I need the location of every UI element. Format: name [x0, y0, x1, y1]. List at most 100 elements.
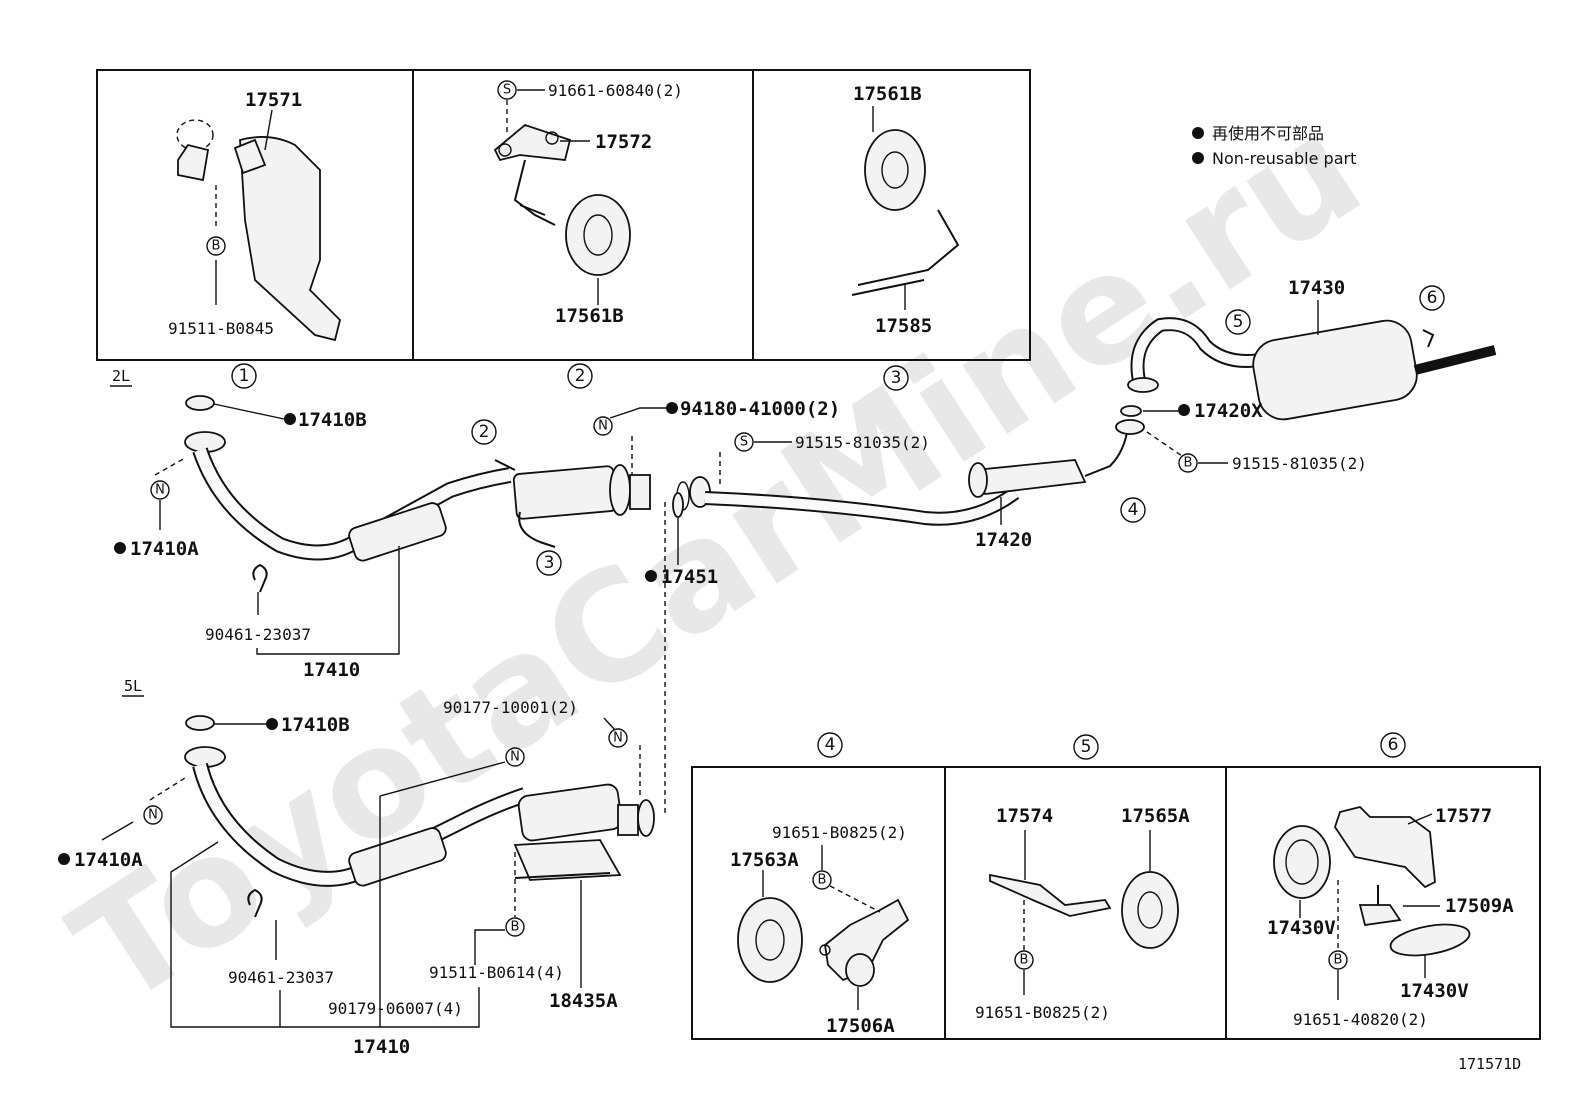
engine-5l-label: 5L	[124, 677, 142, 695]
detail-ref-5: 5	[1225, 309, 1251, 335]
legend: 再使用不可部品 Non-reusable part	[1192, 124, 1356, 168]
label-17506A: 17506A	[826, 1015, 895, 1037]
label-90177: 90177-10001(2)	[443, 698, 578, 717]
detail-4-parts: B	[737, 845, 910, 1010]
label-91511-B0614: 91511-B0614(4)	[429, 963, 564, 982]
label-17430V-a: 17430V	[1267, 917, 1336, 939]
label-17577: 17577	[1435, 805, 1492, 827]
label-17410A-2l: 17410A	[130, 538, 199, 560]
engine-2l-label: 2L	[112, 367, 130, 385]
detail-ref-6: 6	[1419, 285, 1445, 311]
front-pipe-2l	[184, 395, 711, 562]
detail-1-heat-insulator	[176, 109, 341, 342]
gasket-17451	[664, 492, 684, 815]
svg-text:1: 1	[239, 366, 250, 386]
svg-text:B: B	[511, 920, 520, 935]
label-91651-40820: 91651-40820(2)	[1293, 1010, 1428, 1029]
detail-number-5: 5	[1073, 734, 1099, 760]
label-17561B-a: 17561B	[555, 305, 624, 327]
label-91515-b: 91515-81035(2)	[1232, 454, 1367, 473]
label-91661: 91661-60840(2)	[548, 81, 683, 100]
label-94180: 94180-41000(2)	[680, 398, 840, 420]
detail-2-bracket-support	[493, 100, 631, 305]
label-17563A: 17563A	[730, 849, 799, 871]
front-pipe-5l	[184, 715, 655, 887]
label-17509A: 17509A	[1445, 895, 1514, 917]
svg-text:3: 3	[891, 368, 902, 388]
callout-n-5l-b: N	[379, 747, 525, 1005]
label-17410B-5l: 17410B	[281, 714, 350, 736]
legend-jp: 再使用不可部品	[1212, 124, 1324, 143]
label-90461-5l: 90461-23037	[228, 968, 334, 987]
detail-3-cushion-bracket	[851, 106, 960, 310]
label-91651-B0825-b: 91651-B0825(2)	[975, 1003, 1110, 1022]
svg-text:N: N	[598, 419, 608, 434]
detail-number-1: 1	[231, 363, 257, 389]
detail-5-parts: B	[989, 830, 1179, 995]
label-18435A: 18435A	[549, 990, 618, 1012]
svg-text:B: B	[212, 239, 221, 254]
label-17420X: 17420X	[1194, 400, 1263, 422]
center-pipe	[704, 405, 1145, 526]
svg-text:N: N	[155, 483, 165, 498]
svg-text:3: 3	[544, 553, 555, 573]
callout-b-91515-b: B	[1146, 431, 1228, 473]
label-17410-2l: 17410	[303, 659, 360, 681]
legend-en: Non-reusable part	[1212, 149, 1356, 168]
detail-ref-3-2l: 3	[536, 550, 562, 576]
svg-text:N: N	[510, 750, 520, 765]
label-17585: 17585	[875, 315, 932, 337]
detail-number-6: 6	[1380, 732, 1406, 758]
svg-text:N: N	[613, 731, 623, 746]
svg-text:5: 5	[1233, 312, 1244, 332]
svg-text:B: B	[1184, 456, 1193, 471]
label-17410A-5l: 17410A	[74, 849, 143, 871]
svg-text:B: B	[818, 873, 827, 888]
callout-n-2l: N	[150, 457, 186, 530]
label-17561B-b: 17561B	[853, 83, 922, 105]
label-17410B-2l: 17410B	[298, 409, 367, 431]
label-91515-a: 91515-81035(2)	[795, 433, 930, 452]
svg-text:B: B	[1334, 953, 1343, 968]
diagram-code: 171571D	[1458, 1055, 1521, 1073]
svg-text:6: 6	[1388, 735, 1399, 755]
callout-s-91515-a: S	[719, 432, 792, 485]
tail-pipe	[1127, 317, 1497, 421]
svg-text:N: N	[148, 808, 158, 823]
svg-text:S: S	[503, 83, 511, 98]
label-91511-B0845: 91511-B0845	[168, 319, 274, 338]
callout-b-91511-b0845: B	[206, 236, 226, 256]
detail-6-parts: B	[1273, 806, 1471, 1000]
bottom-detail-boxes	[691, 766, 1541, 1040]
label-17430: 17430	[1288, 277, 1345, 299]
label-91651-B0825-a: 91651-B0825(2)	[772, 823, 907, 842]
svg-text:5: 5	[1081, 737, 1092, 757]
label-17420: 17420	[975, 529, 1032, 551]
detail-number-2: 2	[567, 363, 593, 389]
label-17565A: 17565A	[1121, 805, 1190, 827]
svg-text:S: S	[740, 435, 748, 450]
label-17451: 17451	[661, 566, 718, 588]
callout-s-91661: S	[497, 80, 545, 100]
svg-text:2: 2	[575, 366, 586, 386]
detail-number-3: 3	[883, 365, 909, 391]
svg-text:B: B	[1020, 953, 1029, 968]
label-17430V-b: 17430V	[1400, 980, 1469, 1002]
svg-text:2: 2	[479, 422, 490, 442]
detail-ref-4-2l: 4	[1120, 497, 1146, 523]
svg-text:4: 4	[1128, 500, 1139, 520]
detail-number-4: 4	[817, 732, 843, 758]
label-17574: 17574	[996, 805, 1053, 827]
label-90461-2l: 90461-23037	[205, 625, 311, 644]
label-17571: 17571	[245, 89, 302, 111]
label-17572: 17572	[595, 131, 652, 153]
svg-text:4: 4	[825, 735, 836, 755]
label-17410-5l: 17410	[353, 1036, 410, 1058]
label-90179: 90179-06007(4)	[328, 999, 463, 1018]
callout-n-94180: N	[593, 407, 666, 475]
callout-b-91511-b0614: B	[474, 852, 525, 965]
callout-n-90177: N	[603, 717, 641, 795]
top-detail-boxes	[96, 69, 1031, 361]
